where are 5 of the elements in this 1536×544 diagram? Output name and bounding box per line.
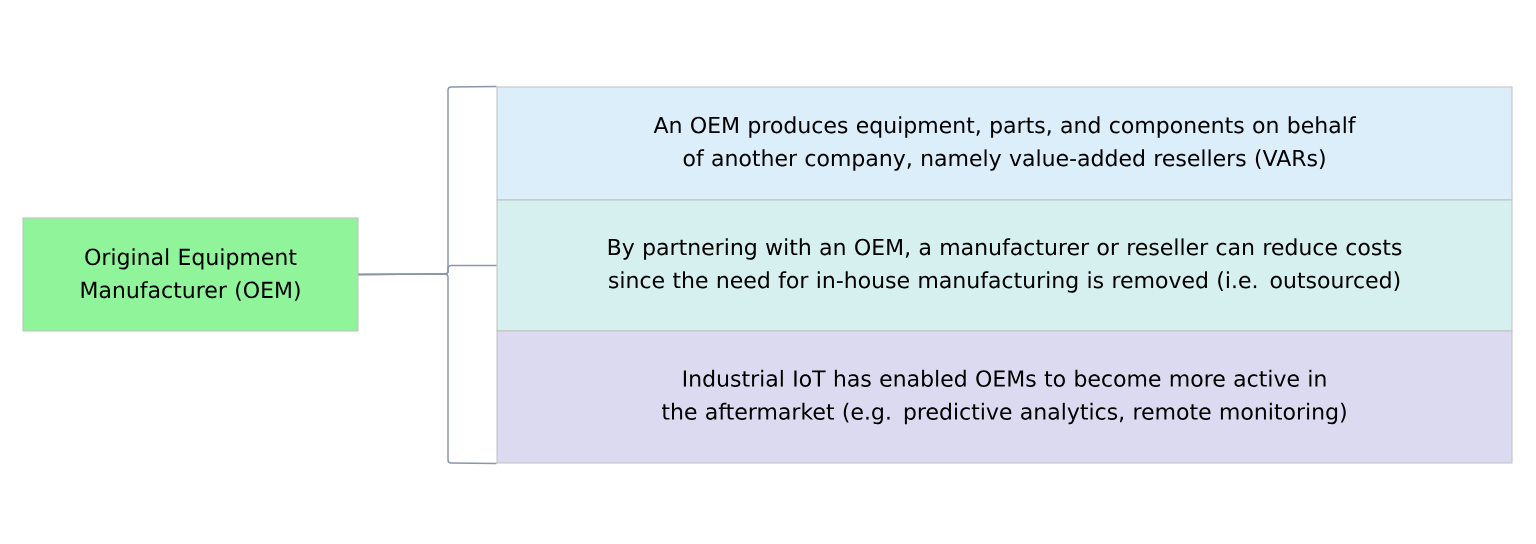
description-box: Industrial IoT has enabled OEMs to become more active in the aftermarket (e.g. predictive analytics, remote monitoring) bbox=[496, 330, 1513, 464]
description-box: An OEM produces equipment, parts, and components on behalf of another company, namely value-added resellers (VARs) bbox=[496, 86, 1513, 201]
bracket-connector bbox=[357, 273, 498, 465]
term-box: Original Equipment Manufacturer (OEM) bbox=[22, 217, 359, 332]
description-box: By partnering with an OEM, a manufacturer or reseller can reduce costs since the need for in-house manufacturing is removed (i.e. outsourced) bbox=[496, 199, 1513, 332]
